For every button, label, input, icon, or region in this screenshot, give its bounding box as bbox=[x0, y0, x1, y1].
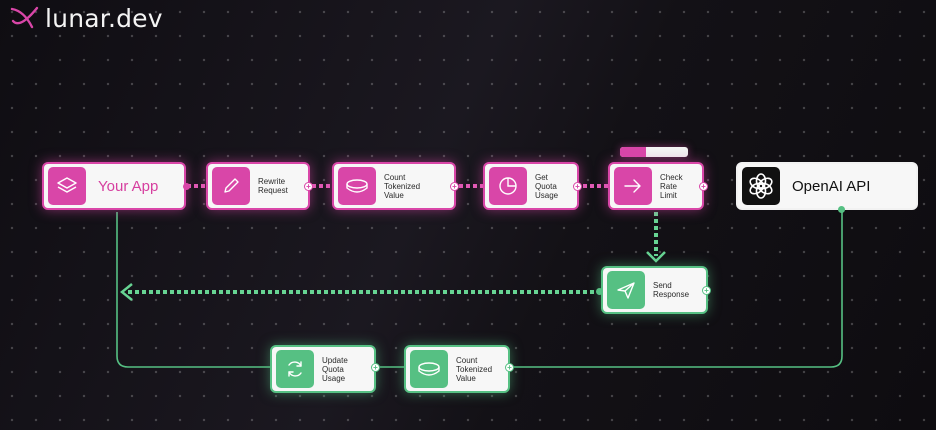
openai-output-port[interactable] bbox=[838, 206, 845, 213]
node-label: Your App bbox=[98, 177, 159, 195]
green-response-connector bbox=[119, 283, 601, 301]
pencil-icon bbox=[212, 167, 250, 205]
count-tokenized-response-add-port[interactable]: + bbox=[505, 363, 514, 372]
node-label: Get Quota Usage bbox=[535, 172, 559, 200]
token-icon bbox=[338, 167, 376, 205]
arrow-right-icon bbox=[614, 167, 652, 205]
node-count-tokenized-value-response[interactable]: Count Tokenized Value bbox=[404, 345, 510, 393]
your-app-output-port[interactable] bbox=[183, 183, 190, 190]
paper-plane-icon bbox=[607, 271, 645, 309]
node-send-response[interactable]: Send Response bbox=[601, 266, 708, 314]
send-response-output-port[interactable] bbox=[596, 288, 603, 295]
node-count-tokenized-value[interactable]: Count Tokenized Value bbox=[332, 162, 456, 210]
check-rate-limit-add-port[interactable]: + bbox=[699, 182, 708, 191]
rate-limit-meter-fill bbox=[620, 147, 646, 157]
layers-icon bbox=[48, 167, 86, 205]
rewrite-request-add-port[interactable]: + bbox=[304, 182, 313, 191]
send-response-add-port[interactable]: + bbox=[702, 286, 711, 295]
node-label: Update Quota Usage bbox=[322, 355, 348, 383]
node-rewrite-request[interactable]: Rewrite Request bbox=[206, 162, 310, 210]
token-icon bbox=[410, 350, 448, 388]
node-label: Count Tokenized Value bbox=[456, 355, 493, 383]
node-label: Check Rate Limit bbox=[660, 172, 683, 200]
node-your-app[interactable]: Your App bbox=[42, 162, 186, 210]
node-openai-api[interactable]: OpenAI API bbox=[736, 162, 918, 210]
pie-chart-icon bbox=[489, 167, 527, 205]
node-get-quota-usage[interactable]: Get Quota Usage bbox=[483, 162, 579, 210]
refresh-icon bbox=[276, 350, 314, 388]
node-label: Rewrite Request bbox=[258, 177, 288, 195]
node-check-rate-limit[interactable]: Check Rate Limit bbox=[608, 162, 704, 210]
lunar-logo-icon bbox=[10, 6, 39, 29]
rate-limit-meter bbox=[620, 147, 688, 157]
brand-logo: lunar.dev bbox=[10, 3, 163, 33]
get-quota-add-port[interactable]: + bbox=[573, 182, 582, 191]
node-label: Count Tokenized Value bbox=[384, 172, 421, 200]
node-update-quota-usage[interactable]: Update Quota Usage bbox=[270, 345, 376, 393]
green-rate-limit-connector bbox=[646, 212, 666, 263]
node-label: Send Response bbox=[653, 281, 690, 299]
openai-logo-icon bbox=[742, 167, 780, 205]
brand-name: lunar.dev bbox=[45, 3, 163, 33]
node-label: OpenAI API bbox=[792, 177, 871, 195]
count-tokenized-add-port[interactable]: + bbox=[450, 182, 459, 191]
update-quota-add-port[interactable]: + bbox=[371, 363, 380, 372]
green-response-path bbox=[116, 210, 843, 368]
